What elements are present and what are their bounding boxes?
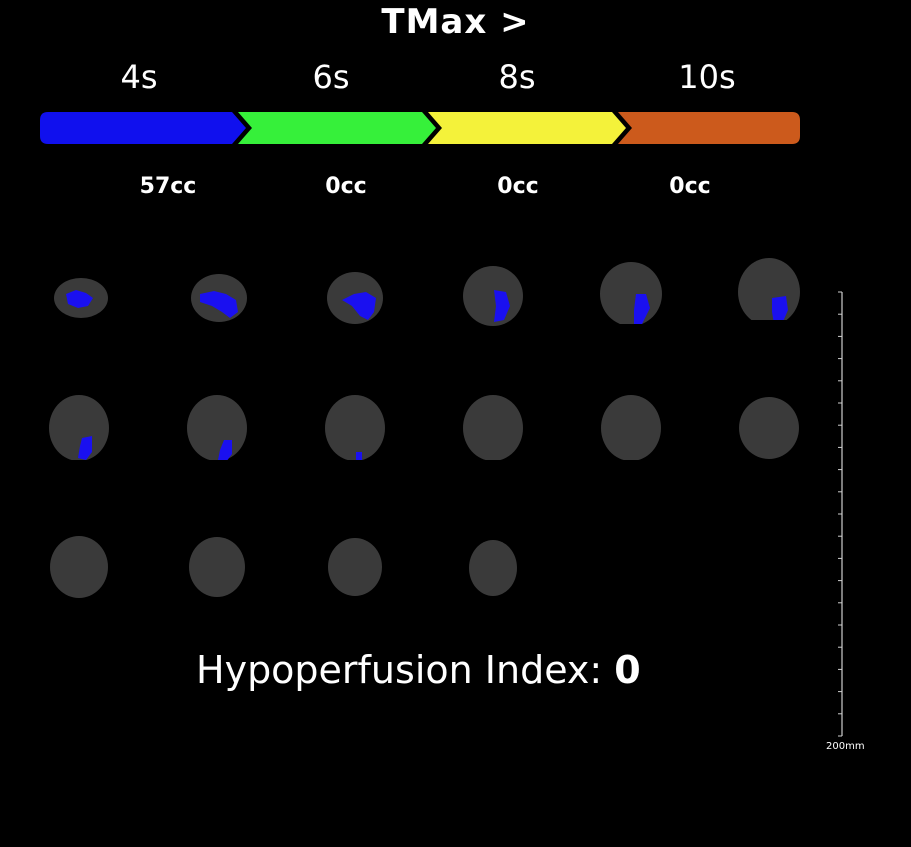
brain-slice-8 <box>187 395 247 460</box>
tmax-title: TMax > <box>381 2 530 42</box>
volume-6s: 0cc <box>325 174 367 199</box>
volume-4s: 57cc <box>139 174 197 199</box>
threshold-segment-10s <box>618 112 800 144</box>
hypoperfusion-index-value: 0 <box>614 648 641 692</box>
brain-slice-6 <box>738 258 800 320</box>
brain-slice-14 <box>189 537 245 597</box>
hypoperfusion-index: Hypoperfusion Index: 0 <box>196 648 641 692</box>
threshold-segment-4s <box>40 112 246 144</box>
threshold-segment-6s <box>238 112 436 144</box>
threshold-color-bar <box>40 112 800 144</box>
brain-slice-4 <box>463 266 523 326</box>
hypoperfusion-index-label: Hypoperfusion Index: <box>196 648 603 692</box>
brain-slice-7 <box>49 395 109 460</box>
brain-slice-15 <box>328 538 382 596</box>
brain-slice-16 <box>469 540 517 596</box>
brain-slice-11 <box>601 395 661 460</box>
brain-slice-12 <box>739 397 799 459</box>
threshold-label-8s: 8s <box>498 58 536 96</box>
threshold-label-6s: 6s <box>312 58 350 96</box>
threshold-label-10s: 10s <box>678 58 736 96</box>
brain-slice-1 <box>54 278 108 318</box>
brain-slice-3 <box>327 272 383 324</box>
threshold-label-4s: 4s <box>120 58 158 96</box>
volume-10s: 0cc <box>669 174 711 199</box>
brain-slice-9 <box>325 395 385 460</box>
volume-8s: 0cc <box>497 174 539 199</box>
brain-slice-2 <box>191 274 247 322</box>
brain-slice-10 <box>463 395 523 460</box>
scale-label: 200mm <box>826 741 865 752</box>
brain-slice-5 <box>600 262 662 324</box>
scale-ruler <box>838 291 843 737</box>
threshold-segment-8s <box>428 112 626 144</box>
brain-slice-13 <box>50 536 108 598</box>
